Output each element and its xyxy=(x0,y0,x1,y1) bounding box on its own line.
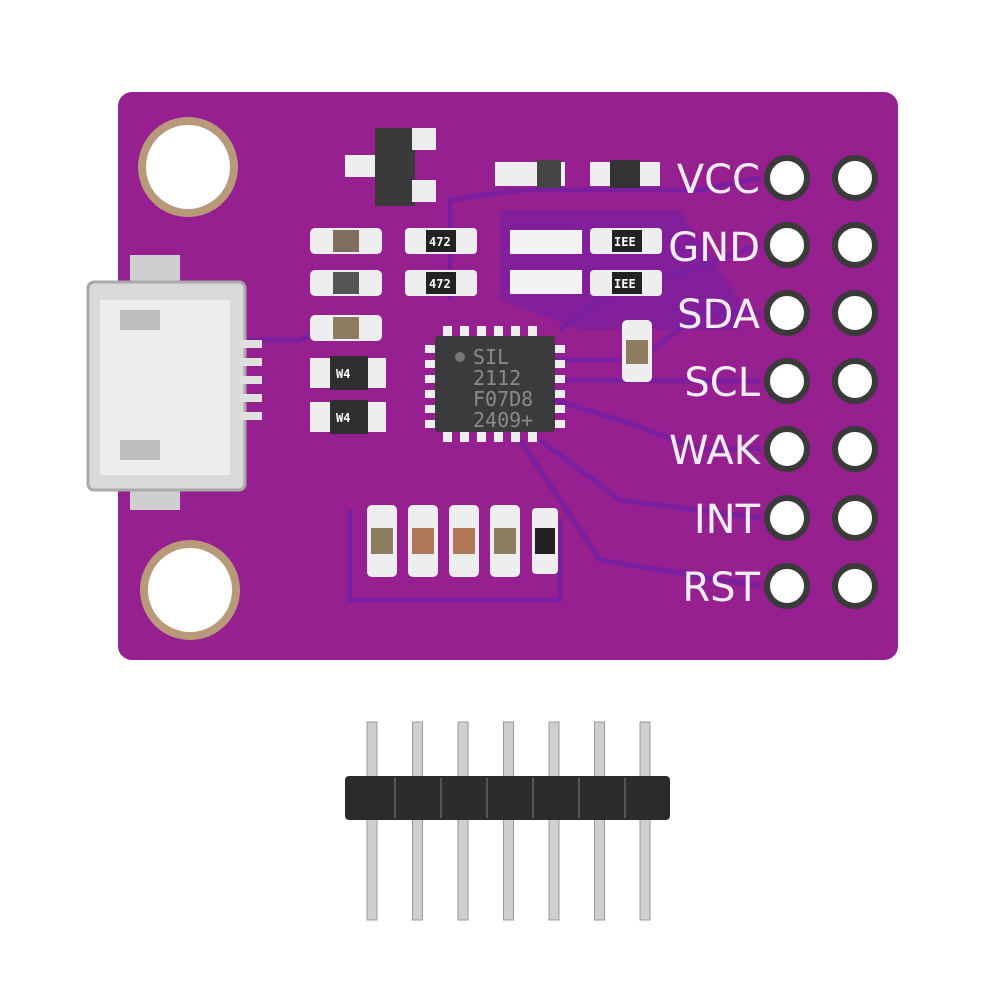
svg-text:GND: GND xyxy=(668,225,760,271)
capacitor xyxy=(310,315,382,341)
svg-text:472: 472 xyxy=(429,235,451,249)
led xyxy=(510,270,582,294)
svg-text:SDA: SDA xyxy=(677,292,760,338)
pin-row-wak: WAK xyxy=(669,426,878,474)
capacitor xyxy=(622,320,652,382)
svg-text:IEE: IEE xyxy=(614,277,636,291)
svg-text:IEE: IEE xyxy=(614,235,636,249)
mounting-hole xyxy=(138,117,238,217)
svg-text:VCC: VCC xyxy=(677,157,760,203)
header-pin xyxy=(412,721,423,921)
pin-row-scl: SCL xyxy=(684,358,878,406)
resistor: 472 xyxy=(405,270,477,296)
pin-row-int: INT xyxy=(694,495,878,543)
header-pin xyxy=(639,721,651,921)
header-pin xyxy=(366,721,378,921)
pin-row-vcc: VCC xyxy=(677,155,878,203)
pin-row-gnd: GND xyxy=(668,222,878,271)
svg-text:W4: W4 xyxy=(336,367,350,381)
header-plastic-body xyxy=(345,776,670,820)
diode: W4 xyxy=(310,356,386,390)
resistor: IEE xyxy=(590,270,662,296)
led xyxy=(495,160,565,188)
capacitor xyxy=(490,505,520,577)
header-pin xyxy=(503,721,514,921)
svg-text:RST: RST xyxy=(682,565,760,611)
capacitor xyxy=(310,270,382,296)
svg-text:472: 472 xyxy=(429,277,451,291)
pin-row-rst: RST xyxy=(682,563,878,611)
svg-text:SIL: SIL xyxy=(473,345,509,369)
resistor: 472 xyxy=(405,228,477,254)
svg-text:2409+: 2409+ xyxy=(473,408,533,432)
header-pin xyxy=(594,721,605,921)
pin-header xyxy=(345,721,670,921)
header-pin xyxy=(548,721,560,921)
capacitor xyxy=(367,505,397,577)
capacitor xyxy=(310,228,382,254)
voltage-regulator xyxy=(345,128,436,206)
svg-text:2112: 2112 xyxy=(473,366,521,390)
capacitor xyxy=(449,505,479,577)
cp2112-chip: SIL 2112 F07D8 2409+ xyxy=(425,326,565,442)
svg-text:WAK: WAK xyxy=(669,428,762,474)
micro-usb-connector xyxy=(86,255,262,510)
resistor: IEE xyxy=(590,228,662,254)
diode: W4 xyxy=(310,400,386,434)
svg-text:SCL: SCL xyxy=(684,360,760,406)
pin-row-sda: SDA xyxy=(677,290,878,338)
mounting-hole xyxy=(140,540,240,640)
svg-text:F07D8: F07D8 xyxy=(473,387,533,411)
capacitor xyxy=(408,505,438,577)
svg-text:INT: INT xyxy=(694,497,761,543)
resistor xyxy=(532,508,558,574)
svg-text:W4: W4 xyxy=(336,411,350,425)
resistor xyxy=(590,160,660,188)
header-pin xyxy=(457,721,469,921)
led xyxy=(510,230,582,254)
